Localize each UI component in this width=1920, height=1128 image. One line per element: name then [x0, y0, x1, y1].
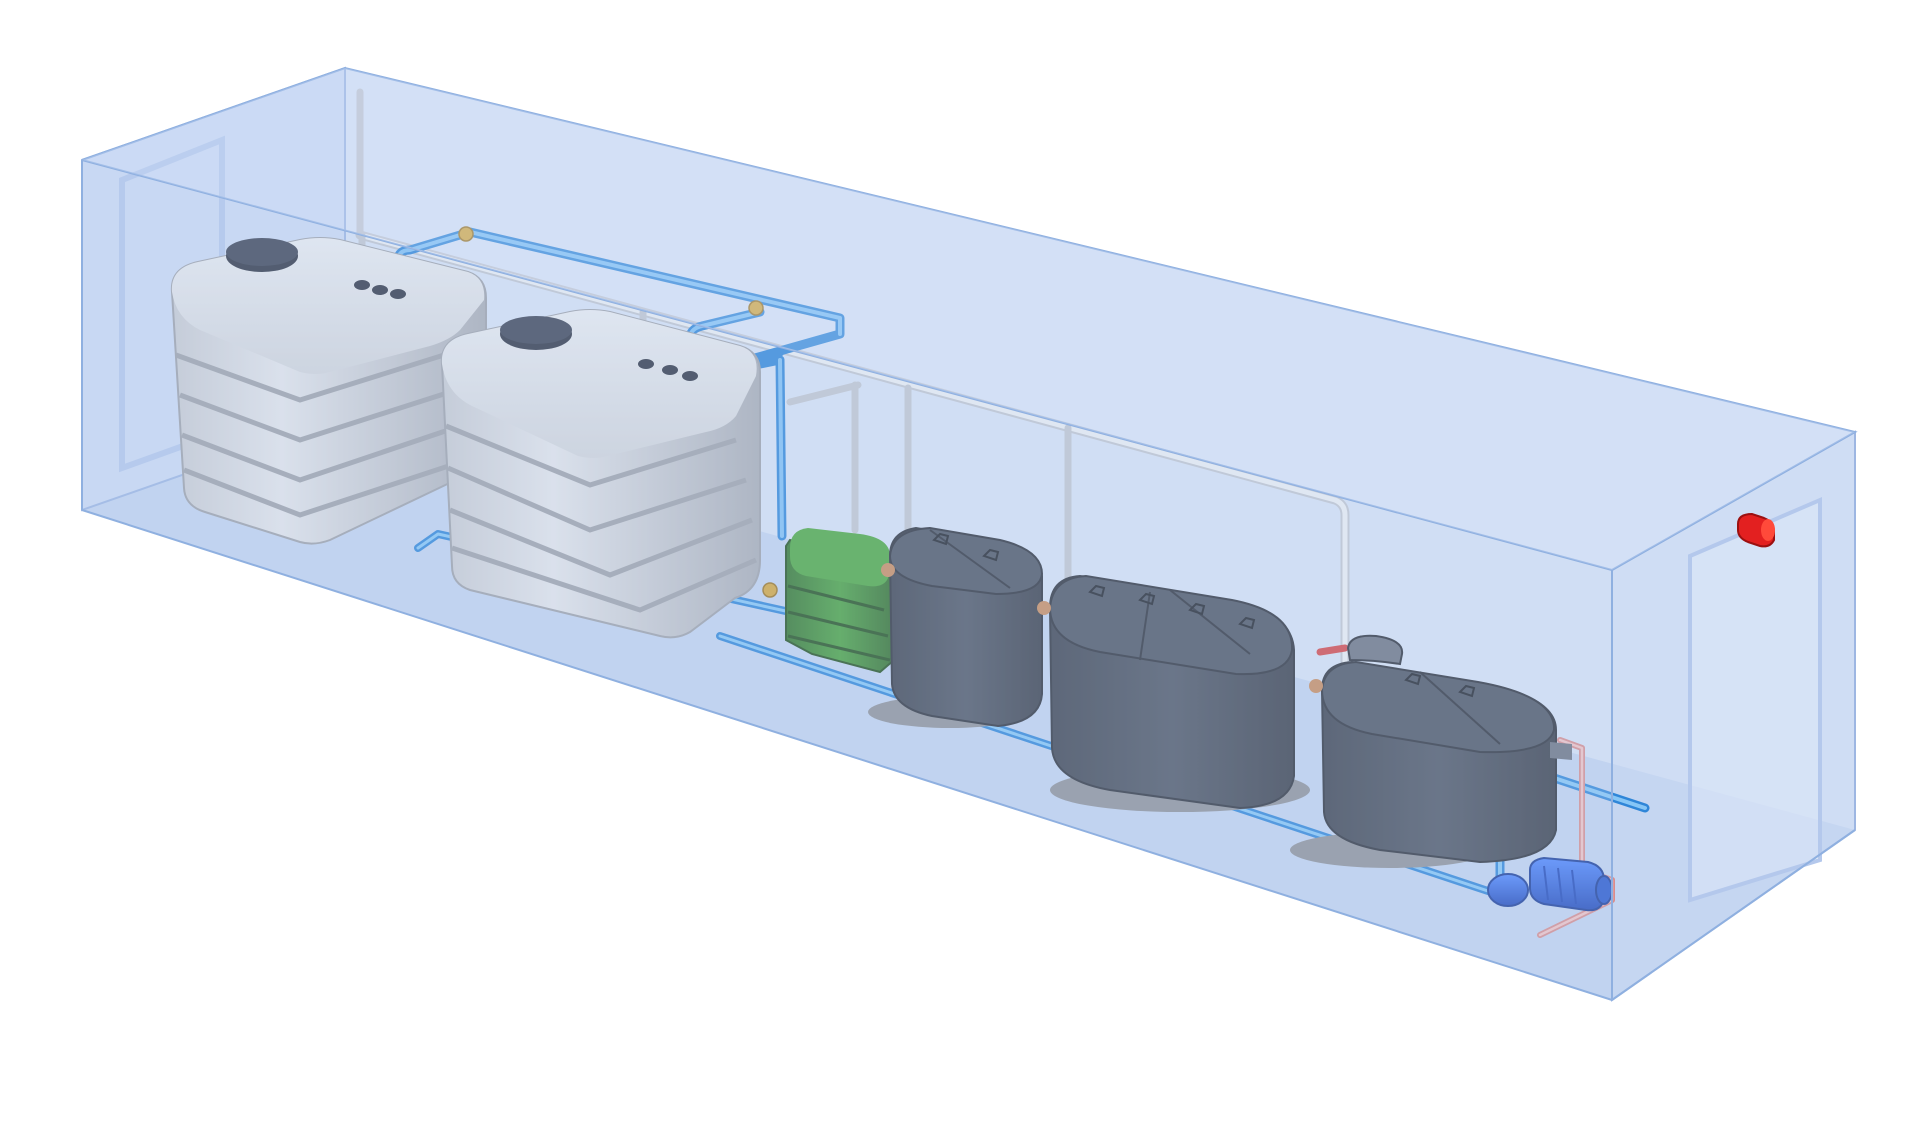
treatment-tank-1-lid — [888, 526, 1044, 596]
handle-icon — [932, 532, 950, 546]
valve-3-icon — [762, 582, 778, 598]
coupling-icon — [881, 563, 895, 577]
storage-tank-2 — [440, 309, 761, 639]
storage-tank-2-ribs — [445, 423, 757, 613]
handle-icon — [982, 548, 1000, 562]
handle-icon — [1088, 584, 1106, 598]
valve-1-icon — [458, 226, 474, 242]
coupling-icon — [1309, 679, 1323, 693]
side-outlet-stub — [1550, 742, 1572, 760]
transfer-pump — [1487, 856, 1613, 912]
container-front — [81, 66, 1858, 1002]
valve-2-icon — [748, 300, 764, 316]
air-drop-3 — [786, 381, 862, 534]
pump-head — [1487, 873, 1529, 907]
treatment-tank-2-lid — [1048, 574, 1294, 676]
container-front-glass — [82, 160, 1612, 1000]
dosing-unit — [785, 528, 896, 674]
storage-tank-1-ribs — [175, 347, 483, 518]
treatment-tank-3-lid — [1320, 660, 1556, 754]
treatment-tank-3 — [1290, 634, 1572, 868]
storage-tank-2-ports — [638, 359, 698, 381]
storage-tank-1-ports — [354, 280, 406, 299]
hot-link-pipe — [1316, 644, 1349, 656]
brass-valve-icons — [458, 226, 778, 598]
alarm-beacon — [1737, 512, 1775, 548]
storage-tank-1 — [170, 237, 487, 545]
handle-icon — [1458, 684, 1476, 698]
treatment-tank-2 — [1037, 574, 1310, 812]
handle-icon — [1138, 592, 1156, 606]
right-door-frame — [1688, 496, 1822, 903]
storage-tank-1-top — [171, 238, 485, 374]
handle-icon — [1404, 672, 1422, 686]
treatment-tank-3-turret — [1346, 634, 1404, 666]
handle-icon — [1238, 616, 1256, 630]
coupling-icon — [1037, 601, 1051, 615]
container-top — [82, 68, 1855, 570]
treatment-tank-1 — [868, 526, 1044, 728]
dosing-unit-top — [790, 528, 890, 587]
handle-icon — [1188, 602, 1206, 616]
